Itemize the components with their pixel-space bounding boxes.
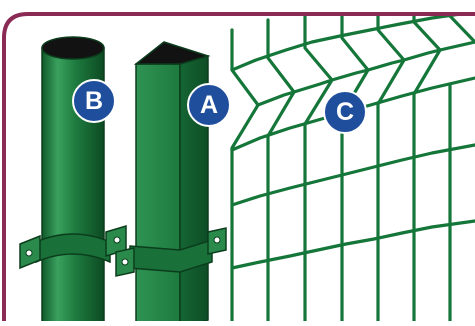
mesh-panel — [230, 14, 475, 321]
label-badge-c: C — [323, 90, 367, 134]
label-badge-a: A — [187, 83, 231, 127]
square-post — [115, 41, 227, 321]
frame-border — [2, 12, 475, 321]
label-badge-b: B — [72, 79, 116, 123]
round-post — [19, 36, 127, 321]
